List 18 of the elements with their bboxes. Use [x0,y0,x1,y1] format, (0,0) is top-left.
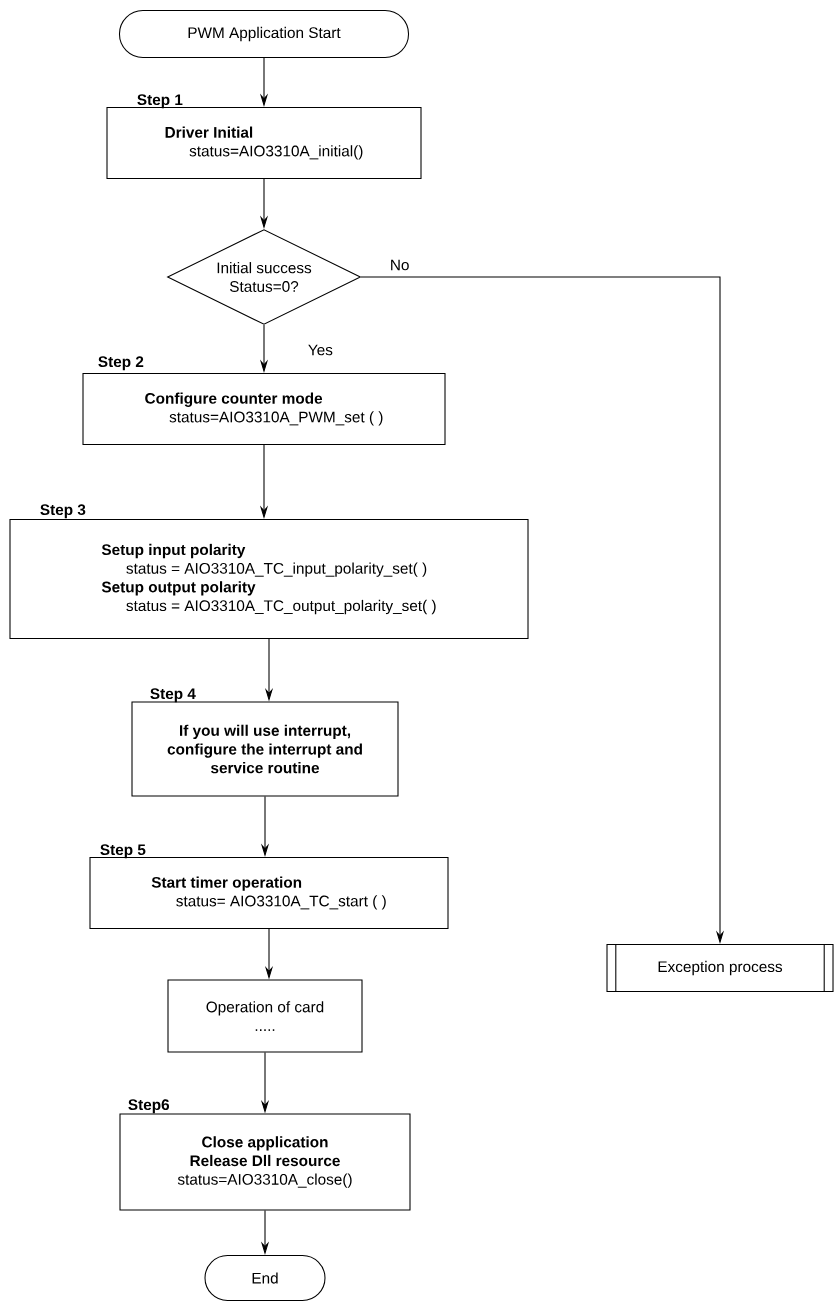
process-box: If you will use interrupt, configure the interrupt and service routine [131,701,399,797]
step-label: Step 2 [98,356,144,371]
process-box: Operation of card ..... [167,979,363,1053]
step-label: Step 4 [150,688,196,703]
process-box: Configure counter mode status=AIO3310A_PWM_set ( ) [82,373,446,445]
step-label: Step6 [128,1099,170,1114]
process-box: Start timer operation status= AIO3310A_TC_start ( ) [89,857,449,929]
step-label: Step 1 [137,94,183,109]
predefined-process-box: Exception process [606,943,834,993]
edge-label: No [388,258,411,272]
edge-label: Yes [306,343,335,357]
process-box: Driver Initial status=AIO3310A_initial() [106,107,422,179]
step-label: Step 5 [100,844,146,859]
process-box: Setup input polarity status = AIO3310A_TC_input_polarity_set( ) Setup output polarity status = AIO3310A_TC_output_polarity_set( ) [9,519,529,639]
terminal-box: End [204,1254,326,1302]
terminal-box: PWM Application Start [118,10,410,58]
process-box: Close application Release Dll resource status=AIO3310A_close() [119,1113,411,1211]
step-label: Step 3 [40,504,86,519]
